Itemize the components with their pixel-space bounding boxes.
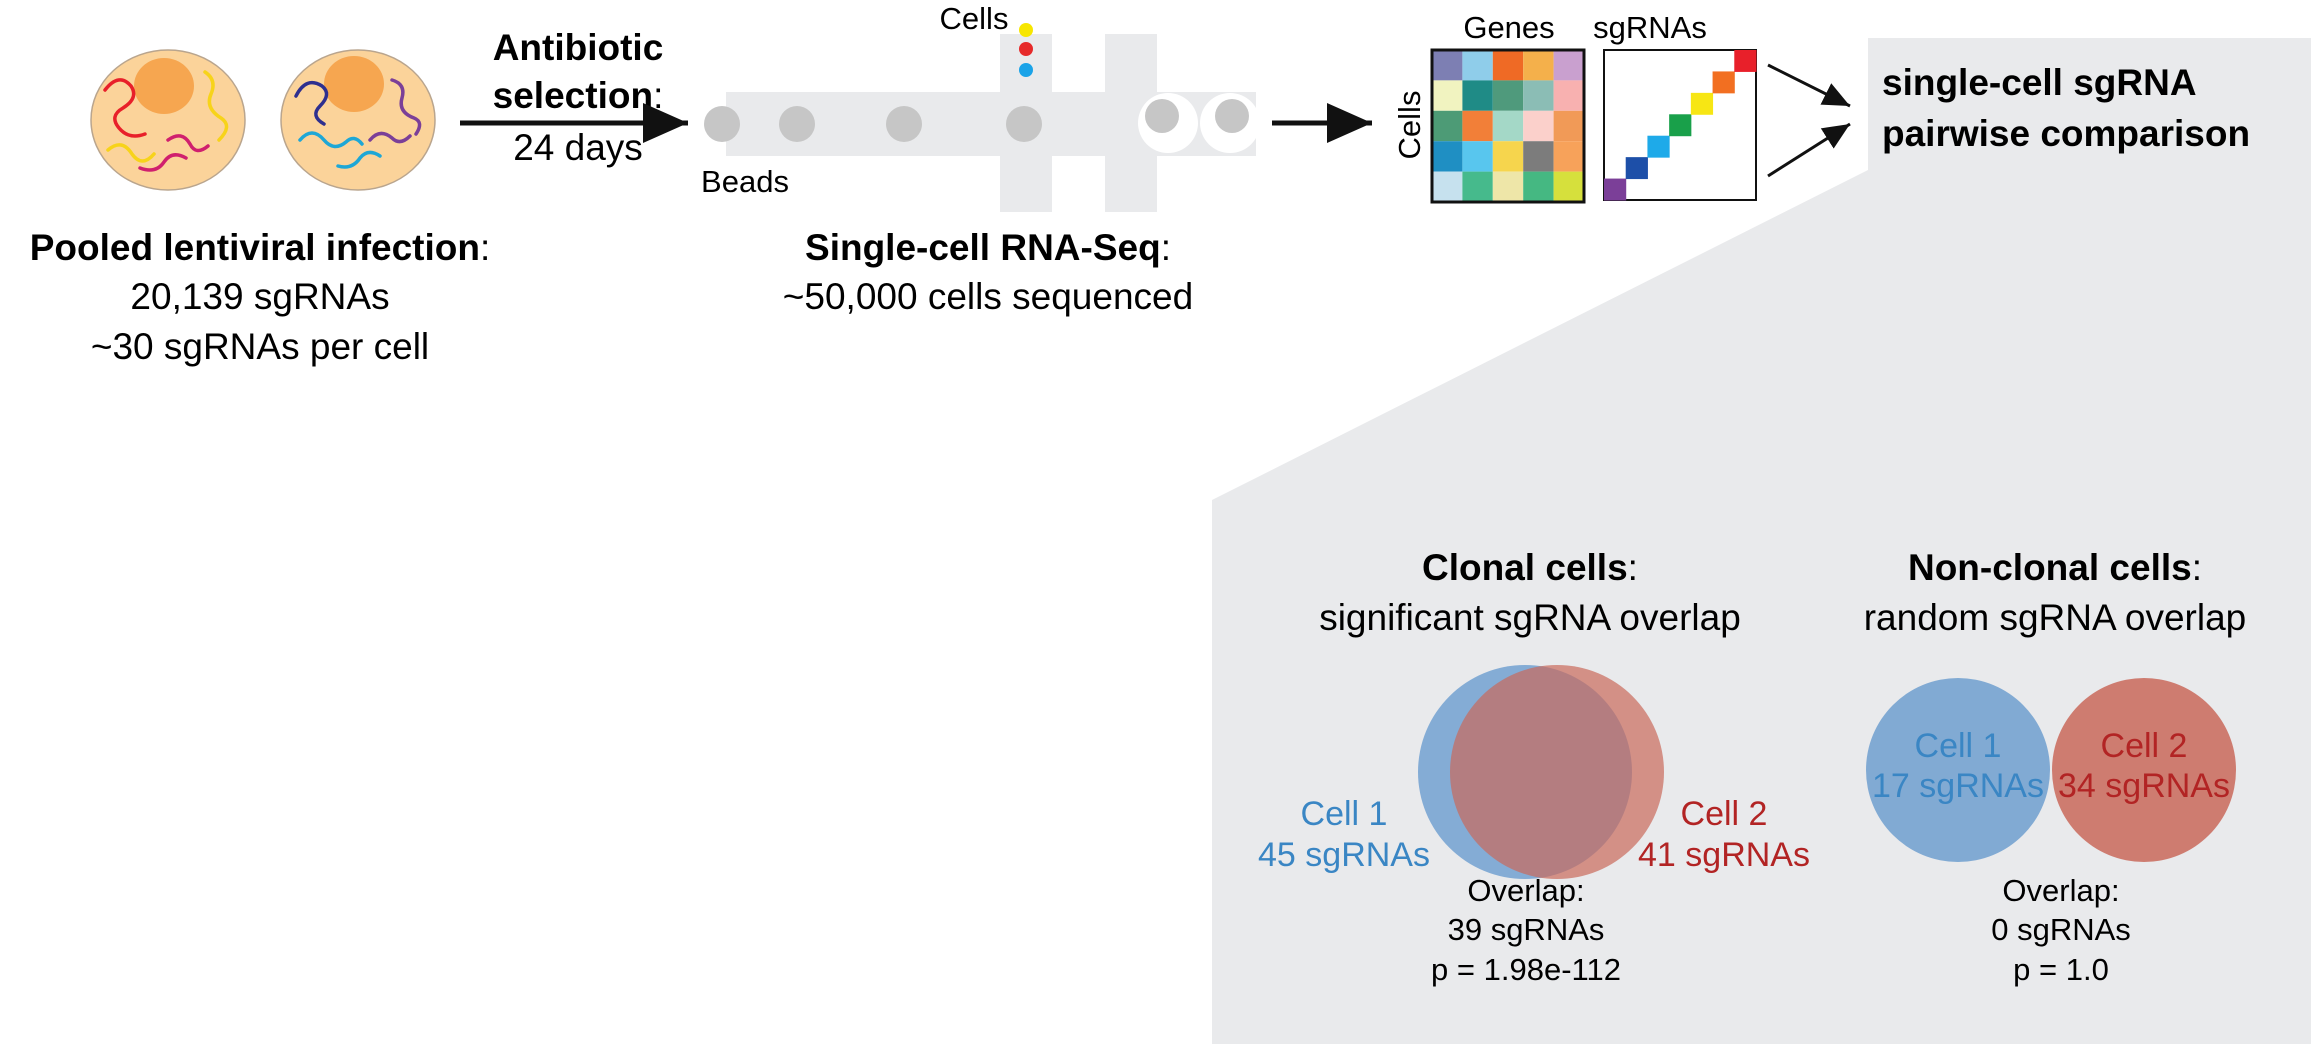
clonal-cell2-count: 41 sgRNAs	[1638, 836, 1810, 874]
nonclonal-cell1-name: Cell 1	[1915, 727, 2002, 765]
heatmap-cell	[1432, 80, 1463, 111]
nonclonal-p-value: p = 1.0	[2013, 952, 2109, 987]
comparison-title-line1: single-cell sgRNA	[1882, 62, 2197, 103]
comparison-panel	[1212, 38, 2311, 1044]
clonal-cell2-name: Cell 2	[1681, 795, 1768, 833]
clonal-overlap-count: 39 sgRNAs	[1448, 912, 1605, 947]
heatmap-cell	[1523, 80, 1554, 111]
sgrna-step-cell	[1647, 135, 1670, 158]
infected-cell-right	[280, 49, 436, 191]
cell-dot-red	[1019, 42, 1033, 56]
arrow1-title-line1: Antibiotic	[493, 27, 664, 68]
heatmap-cell	[1523, 171, 1554, 202]
sgrna-step-cell	[1712, 71, 1735, 94]
nonclonal-cell1-count: 17 sgRNAs	[1872, 767, 2044, 805]
nonclonal-cell2-count: 34 sgRNAs	[2058, 767, 2230, 805]
heatmap-cell	[1432, 50, 1463, 81]
clonal-cell1-name: Cell 1	[1301, 795, 1388, 833]
heatmap-cell	[1432, 141, 1463, 172]
nucleus	[324, 56, 384, 112]
microfluidic-chip	[704, 23, 1260, 212]
comparison-arrow-upper	[1767, 63, 1851, 108]
heatmap-cell	[1432, 110, 1463, 142]
bead	[886, 106, 922, 142]
step1-sgrnas-per-cell: ~30 sgRNAs per cell	[91, 326, 429, 367]
heatmap-cell	[1523, 50, 1554, 81]
sgrna-step-cell	[1734, 50, 1757, 72]
nonclonal-title: Non-clonal cells:	[1908, 547, 2202, 588]
heatmap-cell	[1462, 141, 1493, 172]
clonal-cell1-count: 45 sgRNAs	[1258, 836, 1430, 874]
sgrna-step-cell	[1690, 92, 1714, 115]
step1-title: Pooled lentiviral infection:	[30, 227, 491, 268]
clonal-title: Clonal cells:	[1422, 547, 1638, 588]
heatmap-cell	[1462, 50, 1493, 81]
heatmap-cell	[1553, 110, 1584, 142]
heatmap-border	[1430, 48, 1586, 204]
bead	[1145, 99, 1179, 133]
heatmap-cell	[1462, 171, 1493, 202]
clonal-venn	[1418, 665, 1664, 879]
sgrna-step-cell	[1604, 178, 1627, 201]
heatmap-cell	[1492, 110, 1524, 142]
heatmap-cell	[1492, 50, 1524, 81]
nonclonal-overlap-count: 0 sgRNAs	[1991, 912, 2131, 947]
bead	[704, 106, 740, 142]
sgrna-assignment-matrix	[1603, 49, 1757, 201]
comparison-title-line2: pairwise comparison	[1882, 113, 2250, 154]
heatmap-cell	[1553, 141, 1584, 172]
nonclonal-cell2-name: Cell 2	[2101, 727, 2188, 765]
nonclonal-cell2-circle	[2052, 678, 2236, 862]
sgrna-step-cell	[1669, 114, 1692, 137]
heatmap-cell	[1432, 171, 1463, 202]
step1-sgrna-count: 20,139 sgRNAs	[130, 276, 389, 317]
sgrna-step-cell	[1625, 157, 1648, 180]
clonal-subtitle: significant sgRNA overlap	[1319, 597, 1741, 638]
nonclonal-cell1-circle	[1866, 678, 2050, 862]
cell-dot-blue	[1019, 63, 1033, 77]
bead	[1006, 106, 1042, 142]
clonal-cell2-circle	[1450, 665, 1664, 879]
arrow1-title-line2: selection:	[493, 75, 664, 116]
matrix-cells-label: Cells	[1392, 91, 1427, 160]
heatmap-cell	[1492, 80, 1524, 111]
nonclonal-overlap-label: Overlap:	[2002, 873, 2119, 908]
heatmap-cell	[1553, 80, 1584, 111]
bead	[779, 106, 815, 142]
arrow1-duration: 24 days	[513, 127, 643, 168]
heatmap-cell	[1523, 110, 1554, 142]
heatmap-cell	[1523, 141, 1554, 172]
bead	[1215, 99, 1249, 133]
sgrnas-label: sgRNAs	[1593, 10, 1707, 45]
heatmap-cell	[1462, 110, 1493, 142]
step2-title: Single-cell RNA-Seq:	[805, 227, 1171, 268]
heatmap-cell	[1553, 171, 1584, 202]
cells-label: Cells	[940, 1, 1009, 36]
genes-expression-matrix	[1430, 48, 1586, 204]
cell-dot-yellow	[1019, 23, 1033, 37]
step2-cells-sequenced: ~50,000 cells sequenced	[783, 276, 1193, 317]
heatmap-cell	[1462, 80, 1493, 111]
nonclonal-subtitle: random sgRNA overlap	[1864, 597, 2247, 638]
infected-cell-left	[90, 49, 246, 191]
comparison-arrow-lower	[1767, 122, 1851, 178]
beads-label: Beads	[701, 164, 789, 199]
heatmap-cell	[1492, 141, 1524, 172]
nucleus	[134, 58, 194, 114]
heatmap-cell	[1553, 50, 1584, 81]
clonal-p-value: p = 1.98e-112	[1431, 952, 1621, 987]
clonal-overlap-label: Overlap:	[1467, 873, 1584, 908]
heatmap-cell	[1492, 171, 1524, 202]
genes-label: Genes	[1463, 10, 1554, 45]
